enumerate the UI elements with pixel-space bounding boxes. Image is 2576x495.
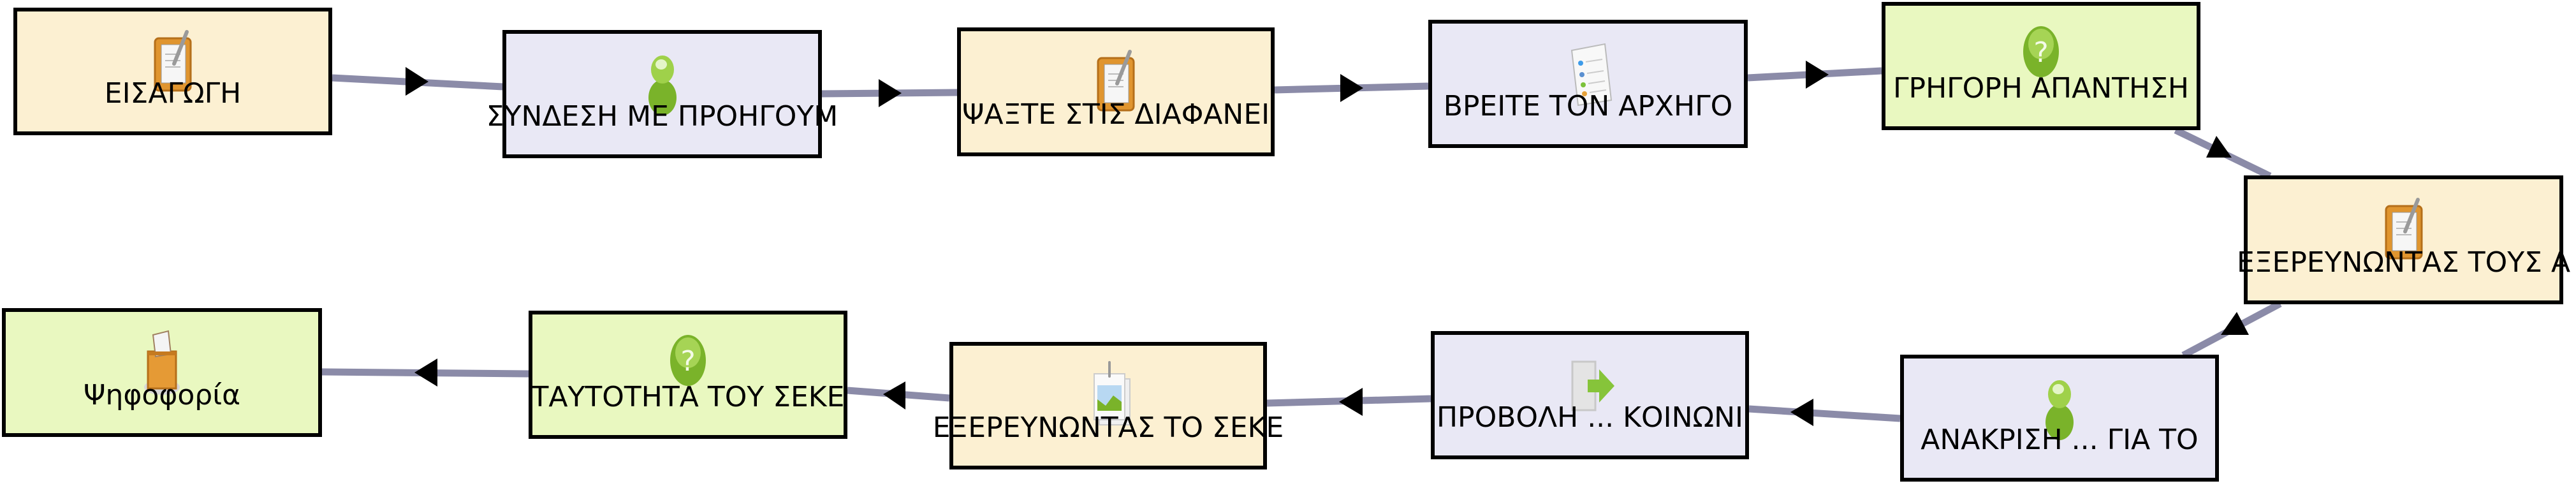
node-label: ΓΡΗΓΟΡΗ ΑΠΑΝΤΗΣΗ xyxy=(1893,72,2189,105)
node-label: ΑΝΑΚΡΙΣΗ ... ΓΙΑ ΤΟ xyxy=(1921,424,2199,456)
question-icon: ? xyxy=(670,335,706,386)
list-document-icon xyxy=(1570,43,1612,107)
person-icon xyxy=(2045,380,2074,440)
image-document-icon xyxy=(1094,361,1131,425)
export-arrow-icon xyxy=(1571,360,1614,411)
node-label: ΣΥΝΔΕΣΗ ΜΕ ΠΡΟΗΓΟΥΜ xyxy=(486,100,838,133)
node-anakrisi[interactable]: ΑΝΑΚΡΙΣΗ ... ΓΙΑ ΤΟ xyxy=(1900,355,2219,482)
node-label: ΕΙΣΑΓΩΓΗ xyxy=(104,77,242,110)
node-vreite[interactable]: ΒΡΕΙΤΕ ΤΟΝ ΑΡΧΗΓΟ xyxy=(1428,20,1748,148)
node-label: ΠΡΟΒΟΛΗ ... ΚΟΙΝΩΝΙ xyxy=(1436,401,1744,434)
svg-text:?: ? xyxy=(680,345,695,378)
clipboard-icon xyxy=(2385,198,2422,260)
node-provoli[interactable]: ΠΡΟΒΟΛΗ ... ΚΟΙΝΩΝΙ xyxy=(1431,331,1749,459)
node-label: Ψηφοφορία xyxy=(83,379,241,411)
arrow-7-8 xyxy=(1790,399,1813,426)
node-tautotita[interactable]: ? ΤΑΥΤΟΤΗΤΑ ΤΟΥ ΣΕΚΕ xyxy=(529,311,847,439)
node-label: ΨΑΞΤΕ ΣΤΙΣ ΔΙΑΦΑΝΕΙ xyxy=(962,98,1270,131)
node-label: ΒΡΕΙΤΕ ΤΟΝ ΑΡΧΗΓΟ xyxy=(1443,90,1733,122)
node-eisagogi[interactable]: ΕΙΣΑΓΩΓΗ xyxy=(13,8,332,135)
node-grigori-apantisi[interactable]: ? ΓΡΗΓΟΡΗ ΑΠΑΝΤΗΣΗ xyxy=(1882,2,2200,130)
arrow-10-11 xyxy=(414,358,437,387)
svg-text:?: ? xyxy=(2033,36,2048,69)
arrow-8-9 xyxy=(1339,388,1363,416)
arrow-5-6 xyxy=(2206,136,2232,158)
node-label: ΕΞΕΡΕΥΝΩΝΤΑΣ ΤΟΥΣ Α xyxy=(2236,246,2571,279)
arrow-6-7 xyxy=(2221,312,2249,335)
node-psaxte[interactable]: ΨΑΞΤΕ ΣΤΙΣ ΔΙΑΦΑΝΕΙ xyxy=(957,27,1275,156)
edge-7-8 xyxy=(1748,405,1901,422)
clipboard-icon xyxy=(154,30,192,92)
node-syndesi[interactable]: ΣΥΝΔΕΣΗ ΜΕ ΠΡΟΗΓΟΥΜ xyxy=(487,30,838,158)
node-psifoforia[interactable]: Ψηφοφορία xyxy=(2,308,322,437)
node-exerevnontas-tous[interactable]: ΕΞΕΡΕΥΝΩΝΤΑΣ ΤΟΥΣ Α xyxy=(2237,175,2570,304)
arrow-3-4 xyxy=(1340,74,1363,102)
question-icon: ? xyxy=(2023,26,2059,77)
node-exerevnontas-to-seke[interactable]: ΕΞΕΡΕΥΝΩΝΤΑΣ ΤΟ ΣΕΚΕ xyxy=(933,342,1284,469)
arrow-1-2 xyxy=(406,67,428,96)
arrow-4-5 xyxy=(1806,61,1829,89)
arrow-9-10 xyxy=(883,381,905,410)
node-label: ΕΞΕΡΕΥΝΩΝΤΑΣ ΤΟ ΣΕΚΕ xyxy=(932,411,1284,444)
ballot-box-icon xyxy=(144,330,180,395)
person-icon xyxy=(648,55,677,115)
arrow-2-3 xyxy=(879,79,902,107)
clipboard-icon xyxy=(1097,50,1135,112)
node-label: ΤΑΥΤΟΤΗΤΑ ΤΟΥ ΣΕΚΕ xyxy=(531,381,845,413)
